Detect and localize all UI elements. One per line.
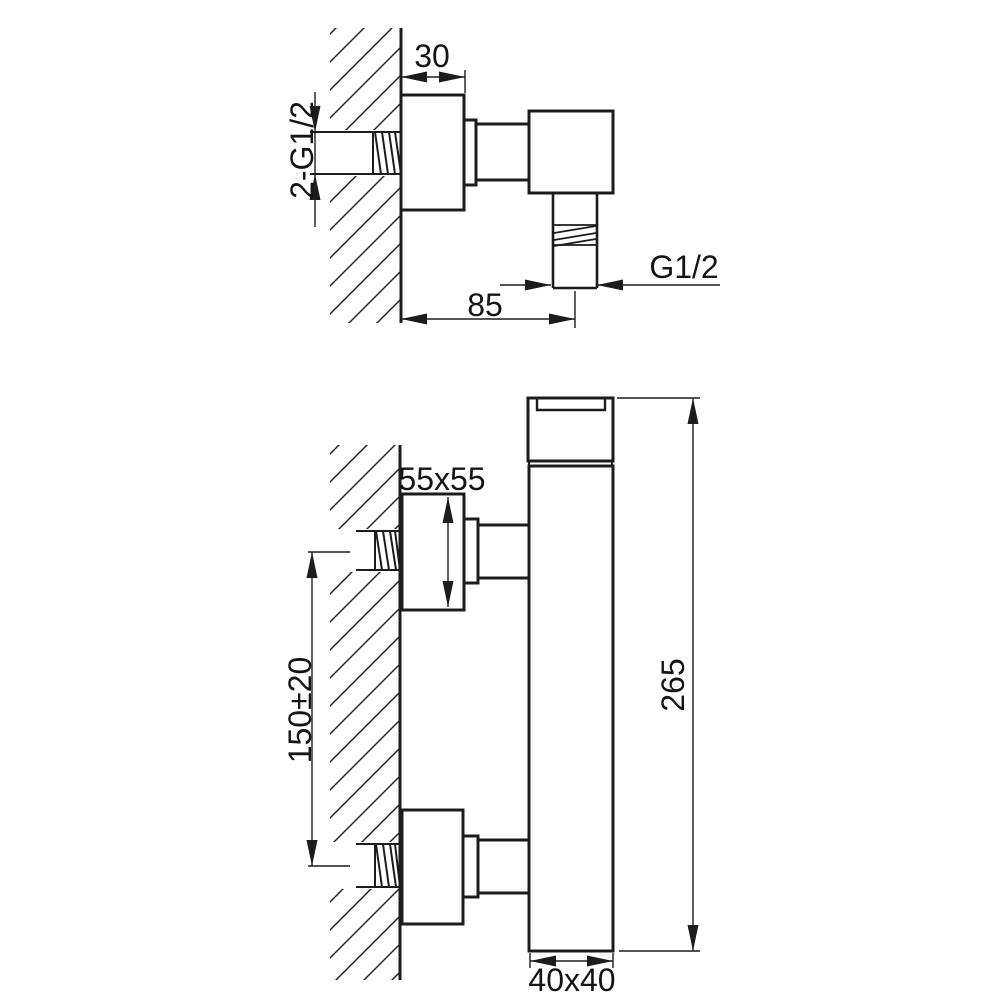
front-view-geometry xyxy=(306,396,700,980)
offset-dimension-label: 85 xyxy=(467,287,503,323)
cap-body-joint xyxy=(528,461,613,466)
column-body-outline xyxy=(527,464,615,953)
lower-union-block xyxy=(400,808,465,926)
offset-dimension xyxy=(401,291,576,328)
inlet-pipe-top-view xyxy=(310,131,402,175)
body-section-dimension-label: 40x40 xyxy=(528,962,616,998)
depth-dimension xyxy=(401,70,466,93)
outlet-thread-marks xyxy=(553,224,597,247)
escutcheon-dimension xyxy=(442,497,454,607)
inlet-spacing-dimension-label: 150±20 xyxy=(282,656,318,764)
lower-union-collar xyxy=(461,834,480,899)
escutcheon-dimension-label: 55x55 xyxy=(398,461,486,497)
wall-flange-outline xyxy=(399,93,466,212)
column-cap-slot xyxy=(535,399,607,412)
upper-union-block xyxy=(400,492,466,612)
depth-dimension-label: 30 xyxy=(414,38,450,74)
wall-hatch-front-view xyxy=(330,445,400,980)
inlet-spacing-dimension xyxy=(306,551,350,867)
flange-collar-outline xyxy=(462,118,478,187)
body-section-dimension xyxy=(529,953,614,968)
lower-inlet-pipe xyxy=(356,843,401,888)
top-view-geometry xyxy=(309,28,720,328)
outlet-thread-dimension xyxy=(500,279,720,291)
upper-union-pipe xyxy=(476,523,531,580)
column-cap-outline xyxy=(526,396,615,463)
outlet-thread-dimension-label: G1/2 xyxy=(649,249,719,285)
inlet-thread-dimension xyxy=(309,92,321,227)
height-dimension xyxy=(617,397,700,952)
lower-union-pipe xyxy=(476,838,531,895)
height-dimension-label: 265 xyxy=(655,658,691,712)
outlet-pipe-outline xyxy=(551,193,599,290)
upper-inlet-pipe xyxy=(356,530,401,571)
connector-pipe-outline xyxy=(474,122,531,182)
elbow-body-outline xyxy=(527,109,615,195)
inlet-thread-dimension-label: 2-G1/2 xyxy=(284,101,320,199)
upper-union-collar xyxy=(462,517,480,585)
